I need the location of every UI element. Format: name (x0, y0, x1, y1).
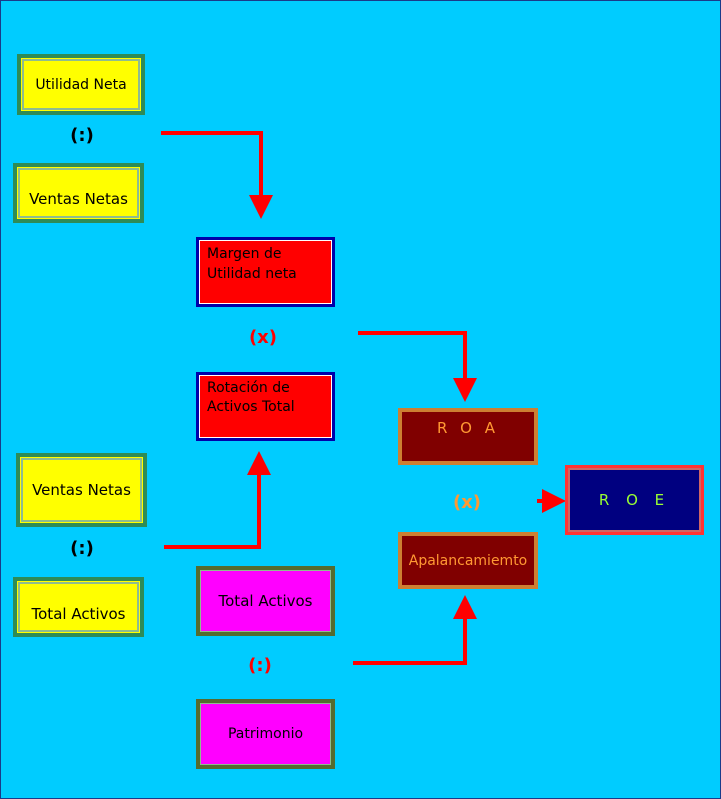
box-roa: R O A (398, 408, 538, 465)
box-rotacion-activos-total: Rotación de Activos Total (196, 372, 335, 441)
box-margen-utilidad-neta: Margen de Utilidad neta (196, 237, 335, 307)
box-patrimonio: Patrimonio (196, 699, 335, 769)
box-utilidad-neta: Utilidad Neta (17, 54, 145, 115)
arrow-to-rotacion (164, 451, 271, 549)
operator-divide-3: (:) (248, 655, 272, 676)
arrow-to-apalancamiento (353, 595, 477, 665)
box-apalancamiento: Apalancamiemto (398, 532, 538, 589)
arrow-to-roa (358, 331, 477, 402)
operator-multiply-2: (x) (452, 492, 482, 513)
box-ventas-netas-2: Ventas Netas (16, 453, 147, 527)
operator-multiply-1: (x) (248, 327, 278, 348)
box-ventas-netas-1: Ventas Netas (13, 163, 144, 223)
operator-divide-2: (:) (70, 538, 94, 559)
box-roe: R O E (565, 465, 704, 535)
box-total-activos-1: Total Activos (13, 577, 144, 637)
box-total-activos-2: Total Activos (196, 566, 335, 636)
operator-divide-1: (:) (70, 125, 94, 146)
arrow-to-margen (161, 131, 273, 219)
